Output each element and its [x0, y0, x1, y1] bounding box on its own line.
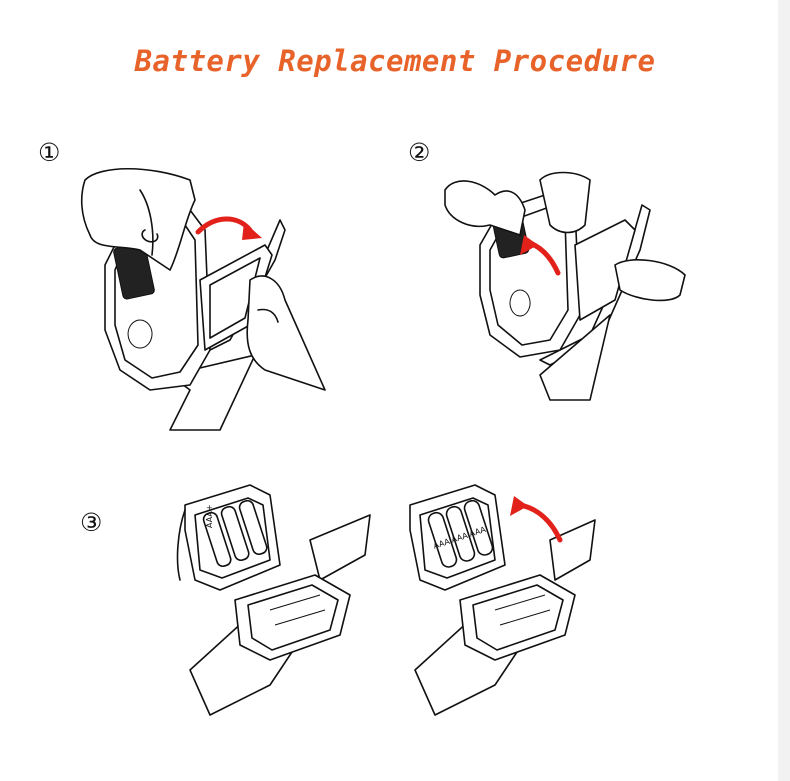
step-1-illustration [80, 168, 326, 431]
strap-upper [549, 519, 596, 581]
hand-finger-top [539, 171, 591, 234]
battery-aaa-3: AAA [463, 499, 494, 556]
step-3-illustration-empty: AAA+ [176, 484, 371, 716]
step-number-1: ① [38, 138, 61, 167]
step-number-2: ② [408, 138, 431, 167]
hand-thumb-top [80, 168, 196, 271]
page-title: Battery Replacement Procedure [134, 44, 656, 78]
hand-finger-right [246, 275, 326, 391]
scrollbar-track [778, 0, 790, 781]
arrow-close-lid [517, 502, 563, 543]
battery-slot-3 [238, 499, 268, 556]
battery-aaa-1: AAA [427, 511, 458, 568]
battery-slot-2 [220, 505, 250, 562]
step-number-3: ③ [80, 508, 103, 537]
battery-polarity-label: AAA+ [205, 504, 214, 528]
battery-slot-1 [202, 511, 232, 568]
strap-upper [309, 514, 371, 581]
battery-aaa-2: AAA [445, 505, 476, 562]
hand-thumb-top [444, 180, 526, 236]
hand-finger-right [614, 259, 686, 302]
strap-lower [539, 314, 611, 401]
device-base [234, 574, 351, 661]
device-base [459, 574, 576, 661]
step-3-illustration-filled: AAA AAA AAA [409, 484, 596, 716]
step-2-illustration [444, 171, 686, 401]
